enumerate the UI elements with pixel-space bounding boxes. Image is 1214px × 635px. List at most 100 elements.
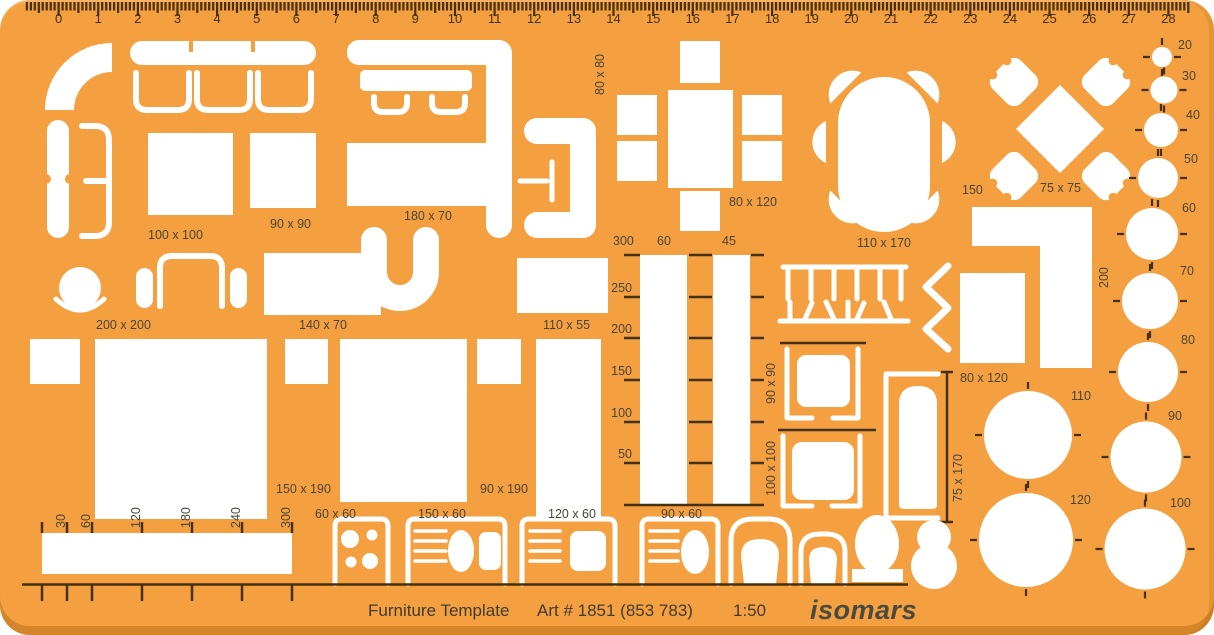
circle-label-100: 100 [1170, 496, 1191, 510]
column-scale-150: 150 [611, 364, 632, 378]
circle-label-70: 70 [1180, 264, 1194, 278]
column-scale-header-45: 45 [722, 234, 736, 248]
ruler-number: 4 [213, 11, 221, 26]
toilet [852, 515, 903, 582]
bottom-scale-label: 120 [129, 507, 143, 528]
ruler-number: 19 [804, 11, 819, 26]
column-scale-100: 100 [611, 406, 632, 420]
gauge-circle [1144, 113, 1178, 147]
column-scale-250: 250 [611, 281, 632, 295]
ruler-number: 9 [411, 11, 419, 26]
gauge-circle [1152, 47, 1172, 67]
arch-chair-large [728, 516, 793, 587]
dim-label-120x60: 120 x 60 [548, 507, 596, 521]
circle-label-60: 60 [1182, 201, 1196, 215]
stove-60x60 [332, 516, 391, 587]
gauge-circle [1138, 158, 1178, 198]
dim-label-wardrobe-90x90: 90 x 90 [764, 362, 778, 404]
ruler-number: 10 [447, 11, 463, 26]
dim-label-110x170: 110 x 170 [857, 236, 911, 250]
bottom-scale-label: 180 [179, 507, 193, 528]
ruler-number: 26 [1081, 11, 1097, 26]
ruler-number: 21 [883, 11, 899, 26]
scale-ratio: 1:50 [733, 601, 767, 620]
bottom-scale-label: 60 [79, 514, 93, 528]
dim-label-150x190: 150 x 190 [276, 482, 331, 496]
oval-dining-set [812, 70, 956, 232]
dim-label-wardrobe-100x100: 100 x 100 [764, 441, 778, 496]
gauge-circle-ticks [970, 38, 1195, 599]
coat-rack-symbols [777, 264, 911, 324]
column-scale-bars [640, 255, 750, 505]
dim-label-60x60: 60 x 60 [315, 507, 357, 521]
ruler-number: 15 [645, 11, 661, 26]
ruler-number: 8 [372, 11, 380, 26]
bidet [911, 520, 957, 589]
round-chair [53, 267, 107, 313]
ruler-number: 17 [725, 11, 740, 26]
square-100x100 [148, 133, 233, 215]
arch-chair-small [798, 531, 848, 587]
column-scale-50: 50 [618, 447, 632, 461]
two-seat-sofa-side [41, 120, 112, 239]
ruler-number: 28 [1161, 11, 1176, 26]
ruler-number: 22 [923, 11, 938, 26]
ruler-number: 1 [94, 11, 102, 26]
gauge-circle [984, 391, 1072, 479]
top-ruler-ticks [25, 2, 1190, 16]
ruler-number: 3 [173, 11, 182, 26]
nightstand [30, 339, 80, 384]
circle-label-120: 120 [1070, 493, 1091, 507]
slot-bar [42, 533, 292, 574]
dim-label-75x75: 75 x 75 [1040, 181, 1082, 195]
ruler-number: 16 [685, 11, 701, 26]
ruler-number: 20 [844, 11, 859, 26]
bed-200x200 [95, 339, 267, 519]
circle-label-50: 50 [1184, 152, 1198, 166]
dim-label-90x190: 90 x 190 [480, 482, 528, 496]
circle-label-110: 110 [1071, 389, 1091, 403]
dim-label-90x60: 90 x 60 [661, 507, 703, 521]
dim-label-200-vertical: 200 [1097, 267, 1111, 288]
counter-120x60 [519, 516, 618, 587]
ruler-number: 0 [54, 11, 63, 26]
single-seat-sofa [517, 118, 596, 238]
ruler-number: 18 [764, 11, 780, 26]
column-scale-header-60: 60 [657, 234, 671, 248]
bottom-scale-label: 240 [229, 507, 243, 528]
dim-label-150: 150 [962, 183, 983, 197]
column-scale-200: 200 [611, 322, 632, 336]
counter-150x60 [405, 516, 508, 587]
gauge-circle [1126, 208, 1178, 260]
bench-110x55 [517, 258, 608, 313]
ruler-number: 7 [332, 11, 340, 26]
ruler-number: 27 [1121, 11, 1137, 26]
brand-logo: isomars [810, 595, 918, 625]
circle-gauge [970, 38, 1195, 599]
circle-label-30: 30 [1182, 69, 1196, 83]
dim-label-200x200: 200 x 200 [96, 318, 151, 332]
ruler-number: 2 [134, 11, 142, 26]
column-scale-ticks [624, 253, 764, 507]
ruler-number: 6 [292, 11, 300, 26]
ruler-number: 12 [526, 11, 542, 26]
ruler-number: 13 [566, 11, 582, 26]
art-number: Art # 1851 (853 783) [537, 601, 693, 620]
corner-sofa-unit [45, 43, 112, 110]
dim-label-180x70: 180 x 70 [404, 209, 452, 223]
gauge-circle [1110, 421, 1182, 493]
dining-table-80x120-set [617, 41, 782, 231]
bottom-scale-ticks [40, 522, 294, 601]
nightstand [285, 339, 328, 384]
gauge-circle [1122, 273, 1178, 329]
square-90x90 [250, 133, 316, 208]
dim-label-bathtub-75x170: 75 x 170 [951, 454, 965, 502]
three-seat-sofa [130, 41, 316, 113]
u-shape-seat [361, 227, 439, 311]
template-title: Furniture Template [368, 601, 510, 620]
dim-label-80x80-vertical: 80 x 80 [593, 53, 607, 95]
ruler-number: 25 [1042, 11, 1057, 26]
bed-90x190 [536, 339, 601, 519]
dim-label-rect-80x120: 80 x 120 [960, 371, 1008, 385]
